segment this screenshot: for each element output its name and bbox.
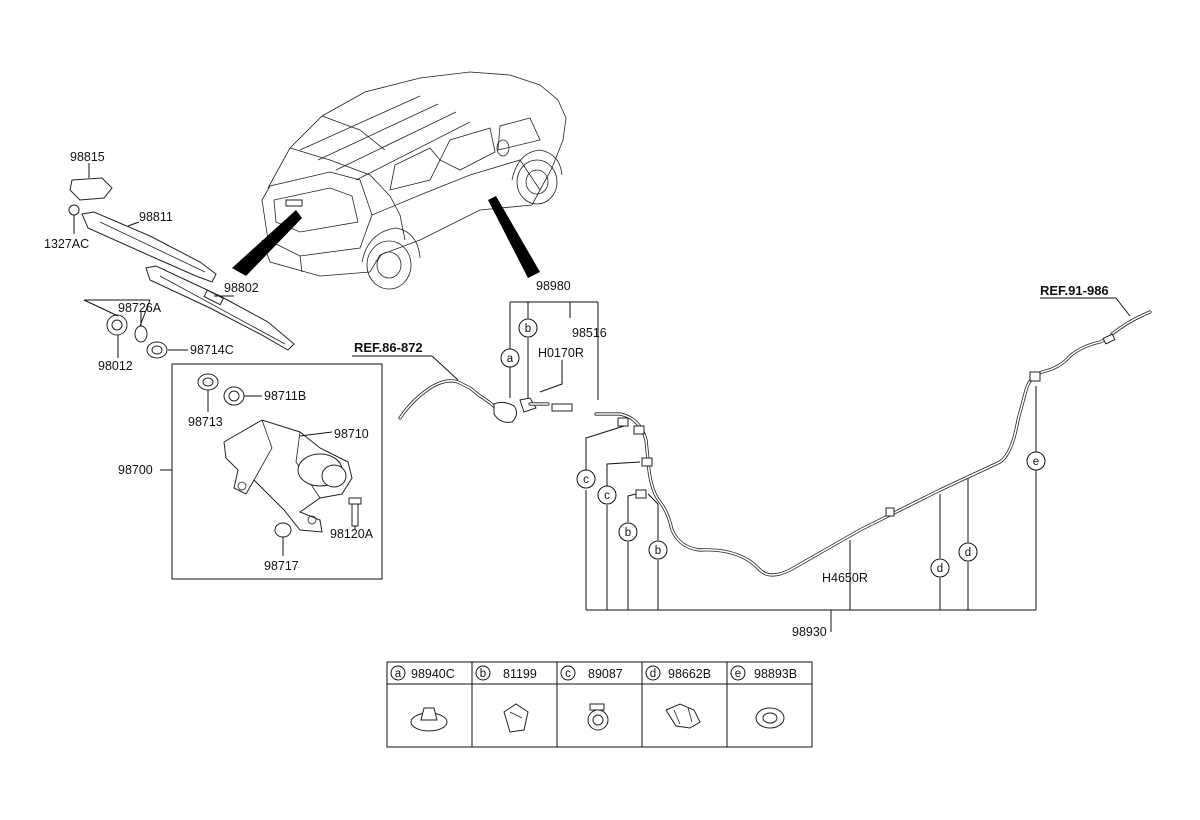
washer-98726A <box>134 325 148 343</box>
callout-b-1: b <box>618 522 638 542</box>
washer-hose-system <box>398 310 1152 577</box>
svg-text:b: b <box>625 527 631 539</box>
wiper-blade-98802 <box>145 265 295 351</box>
wiper-arm-assembly <box>68 177 295 359</box>
svg-text:a: a <box>395 668 402 680</box>
label-98980: 98980 <box>536 279 571 293</box>
callout-b-2: b <box>648 540 668 560</box>
label-98713: 98713 <box>188 415 223 429</box>
callout-a-upper: a <box>500 348 520 368</box>
callout-circles: a b c c b b d d e <box>500 318 1046 578</box>
svg-text:a: a <box>507 353 514 365</box>
ref-label-right: REF.91-986 <box>1040 283 1109 298</box>
callout-d-1: d <box>930 558 950 578</box>
ref-label-left: REF.86-872 <box>354 340 423 355</box>
nut-1327AC <box>68 204 80 216</box>
callout-c-1: c <box>576 469 596 489</box>
svg-text:b: b <box>655 545 661 557</box>
label-H0170R: H0170R <box>538 346 584 360</box>
legend-table: a 98940C b 81199 c 89087 d 98662B <box>386 661 813 748</box>
label-98802: 98802 <box>224 281 259 295</box>
legend-cell-e: e 98893B <box>730 665 797 729</box>
callout-b-upper: b <box>518 318 538 338</box>
leader-lines <box>73 163 356 556</box>
svg-text:e: e <box>735 668 741 680</box>
label-98012: 98012 <box>98 359 133 373</box>
part-labels: 98815 98811 1327AC 98802 98726A 98012 98… <box>44 150 1109 639</box>
svg-text:b: b <box>525 323 531 335</box>
svg-text:e: e <box>1033 456 1039 468</box>
svg-text:d: d <box>965 547 971 559</box>
wiper-motor-98710 <box>197 373 362 538</box>
legend-cell-d: d 98662B <box>645 665 711 729</box>
legend-cell-c: c 89087 <box>560 665 623 731</box>
label-98714C: 98714C <box>190 343 234 357</box>
label-1327AC: 1327AC <box>44 237 89 251</box>
svg-text:b: b <box>480 668 486 680</box>
svg-text:d: d <box>937 563 943 575</box>
label-98711B: 98711B <box>264 389 306 403</box>
svg-text:98893B: 98893B <box>754 667 797 681</box>
label-H4650R: H4650R <box>822 571 868 585</box>
motor-assembly-box <box>171 363 383 580</box>
svg-text:98662B: 98662B <box>668 667 711 681</box>
label-98700: 98700 <box>118 463 153 477</box>
label-98726A: 98726A <box>118 301 162 315</box>
svg-text:c: c <box>583 474 589 486</box>
svg-text:98940C: 98940C <box>411 667 455 681</box>
label-98516: 98516 <box>572 326 607 340</box>
callout-lines <box>352 297 1131 632</box>
callout-e: e <box>1026 451 1046 471</box>
label-98120A: 98120A <box>330 527 374 541</box>
wiper-cap-98815 <box>69 177 113 201</box>
svg-text:c: c <box>565 668 571 680</box>
label-98815: 98815 <box>70 150 105 164</box>
vehicle-illustration <box>232 71 567 290</box>
svg-text:81199: 81199 <box>503 667 537 681</box>
label-98930: 98930 <box>792 625 827 639</box>
callout-c-2: c <box>597 485 617 505</box>
svg-text:d: d <box>650 668 656 680</box>
legend-cell-b: b 81199 <box>475 665 537 733</box>
label-98710: 98710 <box>334 427 369 441</box>
legend-cell-a: a 98940C <box>390 665 455 732</box>
svg-text:89087: 89087 <box>588 667 623 681</box>
label-98811: 98811 <box>139 210 173 224</box>
callout-d-2: d <box>958 542 978 562</box>
label-98717: 98717 <box>264 559 299 573</box>
svg-text:c: c <box>604 490 610 502</box>
